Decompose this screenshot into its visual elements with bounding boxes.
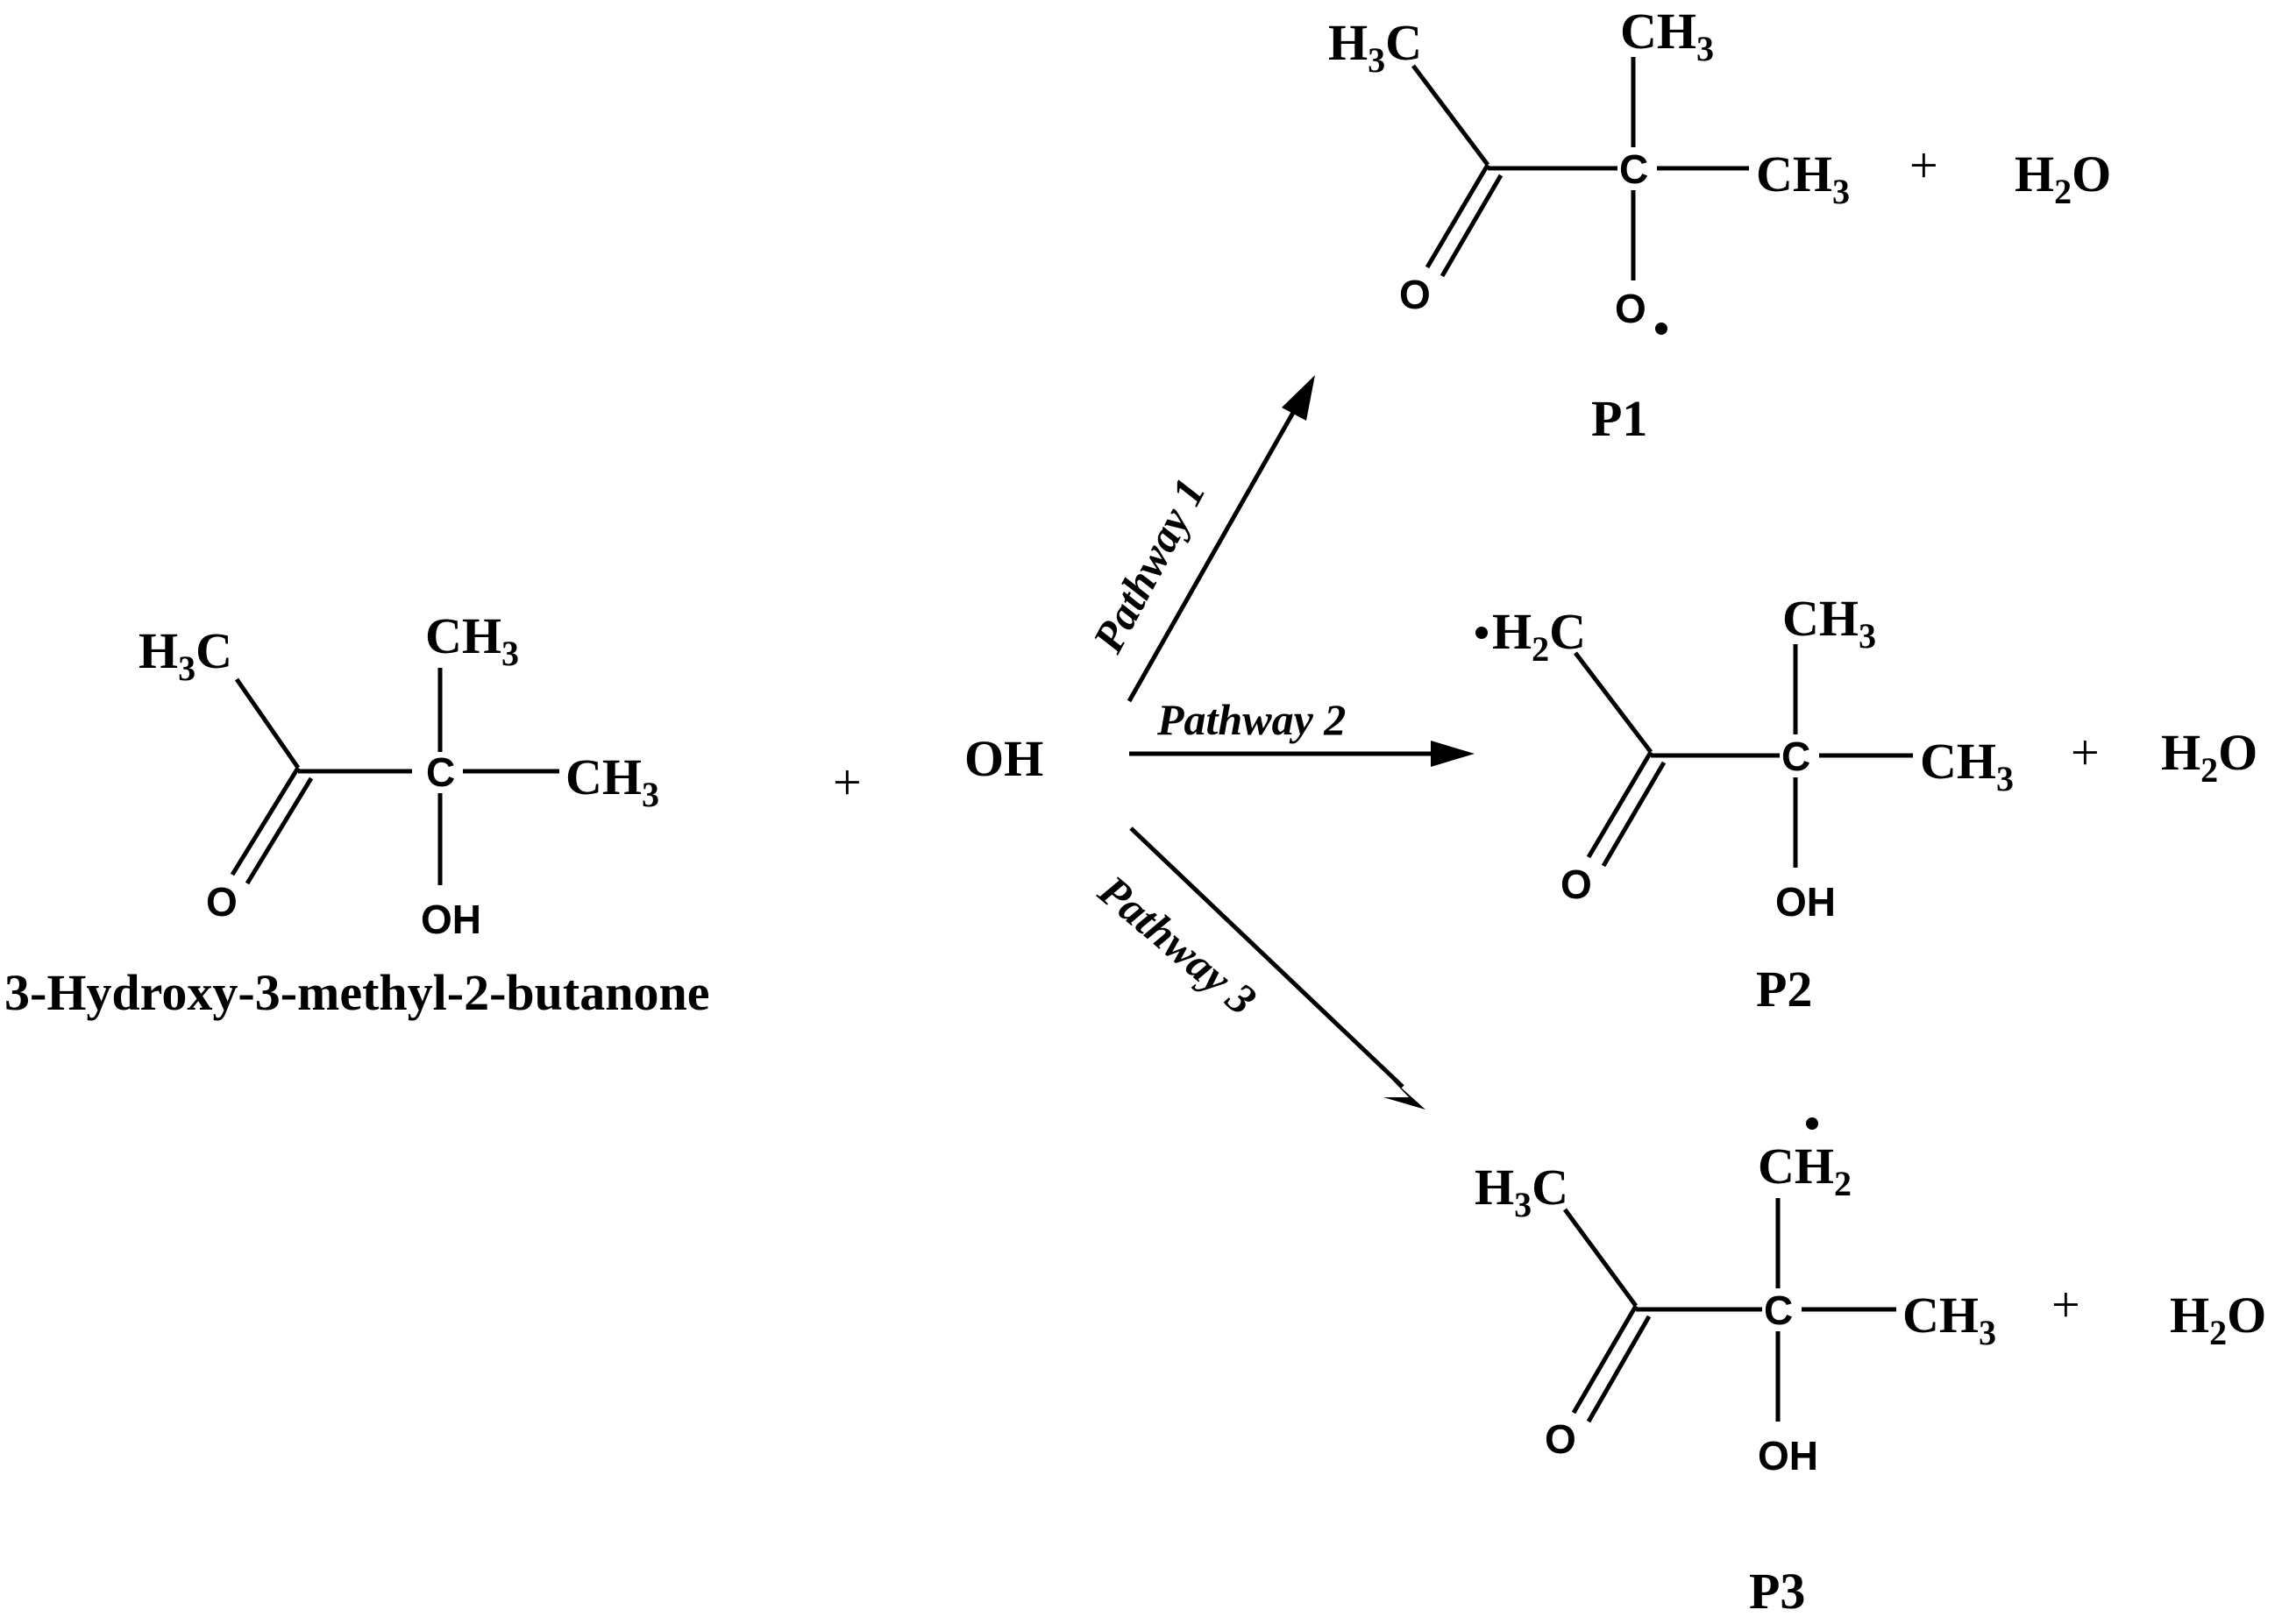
p1-bond-c-o-double-1 xyxy=(1425,163,1490,269)
p2-radical-dot xyxy=(1475,627,1488,639)
p3-ch3-right: CH3 xyxy=(1902,1287,1996,1352)
p2-bond-c-o-double-2 xyxy=(1601,761,1667,868)
p3-radical-dot xyxy=(1806,1117,1818,1130)
p3-bond-ch3-carbonyl xyxy=(1562,1208,1639,1308)
reactant-h3c: H3C xyxy=(139,622,232,688)
pathway-2-label: Pathway 2 xyxy=(1156,695,1346,744)
p2-label: P2 xyxy=(1756,961,1812,1018)
reactant-bond-c-o-double-1 xyxy=(230,766,301,876)
p2-ch3-right: CH3 xyxy=(1920,733,2014,798)
p2-plus: + xyxy=(2071,724,2100,781)
reactant-bond-c-o-double-2 xyxy=(245,777,314,885)
p3-water: H2O xyxy=(2170,1287,2266,1352)
p1-oxy-radical-o: O xyxy=(1615,286,1646,331)
p2-carbonyl-o: O xyxy=(1560,862,1592,907)
reactant-central-c: C xyxy=(426,749,455,795)
reactant-carbonyl-o: O xyxy=(206,879,238,925)
reactant-ch3-top: CH3 xyxy=(425,607,519,673)
p3-h3c: H3C xyxy=(1475,1159,1568,1224)
p1-radical-dot xyxy=(1655,323,1667,335)
p1-ch3-top: CH3 xyxy=(1620,3,1714,68)
reactant-bond-ch3-carbonyl xyxy=(234,677,301,769)
p1-bond-ch3-carbonyl xyxy=(1411,64,1489,167)
p2-h2c: H2C xyxy=(1492,603,1586,669)
p1-h3c: H3C xyxy=(1328,14,1422,80)
reactant-ch3-right: CH3 xyxy=(565,748,659,814)
pathway-3-label: Pathway 3 xyxy=(1089,865,1266,1025)
p3-bond-c-o-double-2 xyxy=(1586,1315,1652,1423)
p2-oh: OH xyxy=(1775,879,1836,925)
product2-molecule: H2C CH3 C CH3 O OH xyxy=(1475,590,2014,925)
reactant-plus: + xyxy=(833,754,862,811)
pathway-1-label: Pathway 1 xyxy=(1083,471,1215,661)
p1-central-c: C xyxy=(1619,146,1648,192)
reactant-name: 3-Hydroxy-3-methyl-2-butanone xyxy=(4,964,709,1021)
p1-carbonyl-o: O xyxy=(1399,272,1431,317)
p2-central-c: C xyxy=(1781,734,1810,779)
p1-label: P1 xyxy=(1591,390,1647,447)
p3-central-c: C xyxy=(1764,1287,1793,1333)
p3-label: P3 xyxy=(1749,1563,1805,1620)
p1-bond-c-o-double-2 xyxy=(1440,174,1504,278)
pathway-3-arrow xyxy=(1129,826,1425,1110)
p3-carbonyl-o: O xyxy=(1545,1416,1576,1462)
product1-molecule: H3C CH3 C CH3 O O xyxy=(1328,3,1850,335)
oh-reagent: OH xyxy=(964,730,1043,787)
p3-oh: OH xyxy=(1758,1433,1818,1479)
reactant-oh: OH xyxy=(421,897,481,942)
p2-bond-c-o-double-1 xyxy=(1586,750,1653,859)
p2-bond-ch2-carbonyl xyxy=(1574,651,1653,754)
p1-ch3-right: CH3 xyxy=(1756,145,1850,211)
product3-molecule: H3C CH2 C CH3 O OH xyxy=(1475,1117,1996,1479)
p2-water: H2O xyxy=(2161,724,2257,790)
p3-plus: + xyxy=(2051,1276,2080,1333)
pathway-2-arrow xyxy=(1129,741,1475,767)
pathway-1-arrow xyxy=(1127,375,1315,703)
p1-water: H2O xyxy=(2015,145,2111,211)
p3-bond-c-o-double-1 xyxy=(1571,1304,1639,1415)
p1-plus: + xyxy=(1909,137,1938,194)
p3-ch2-top: CH2 xyxy=(1758,1138,1852,1203)
reactant-molecule: H3C CH3 C CH3 O OH xyxy=(139,607,659,942)
p2-ch3-top: CH3 xyxy=(1782,590,1876,656)
